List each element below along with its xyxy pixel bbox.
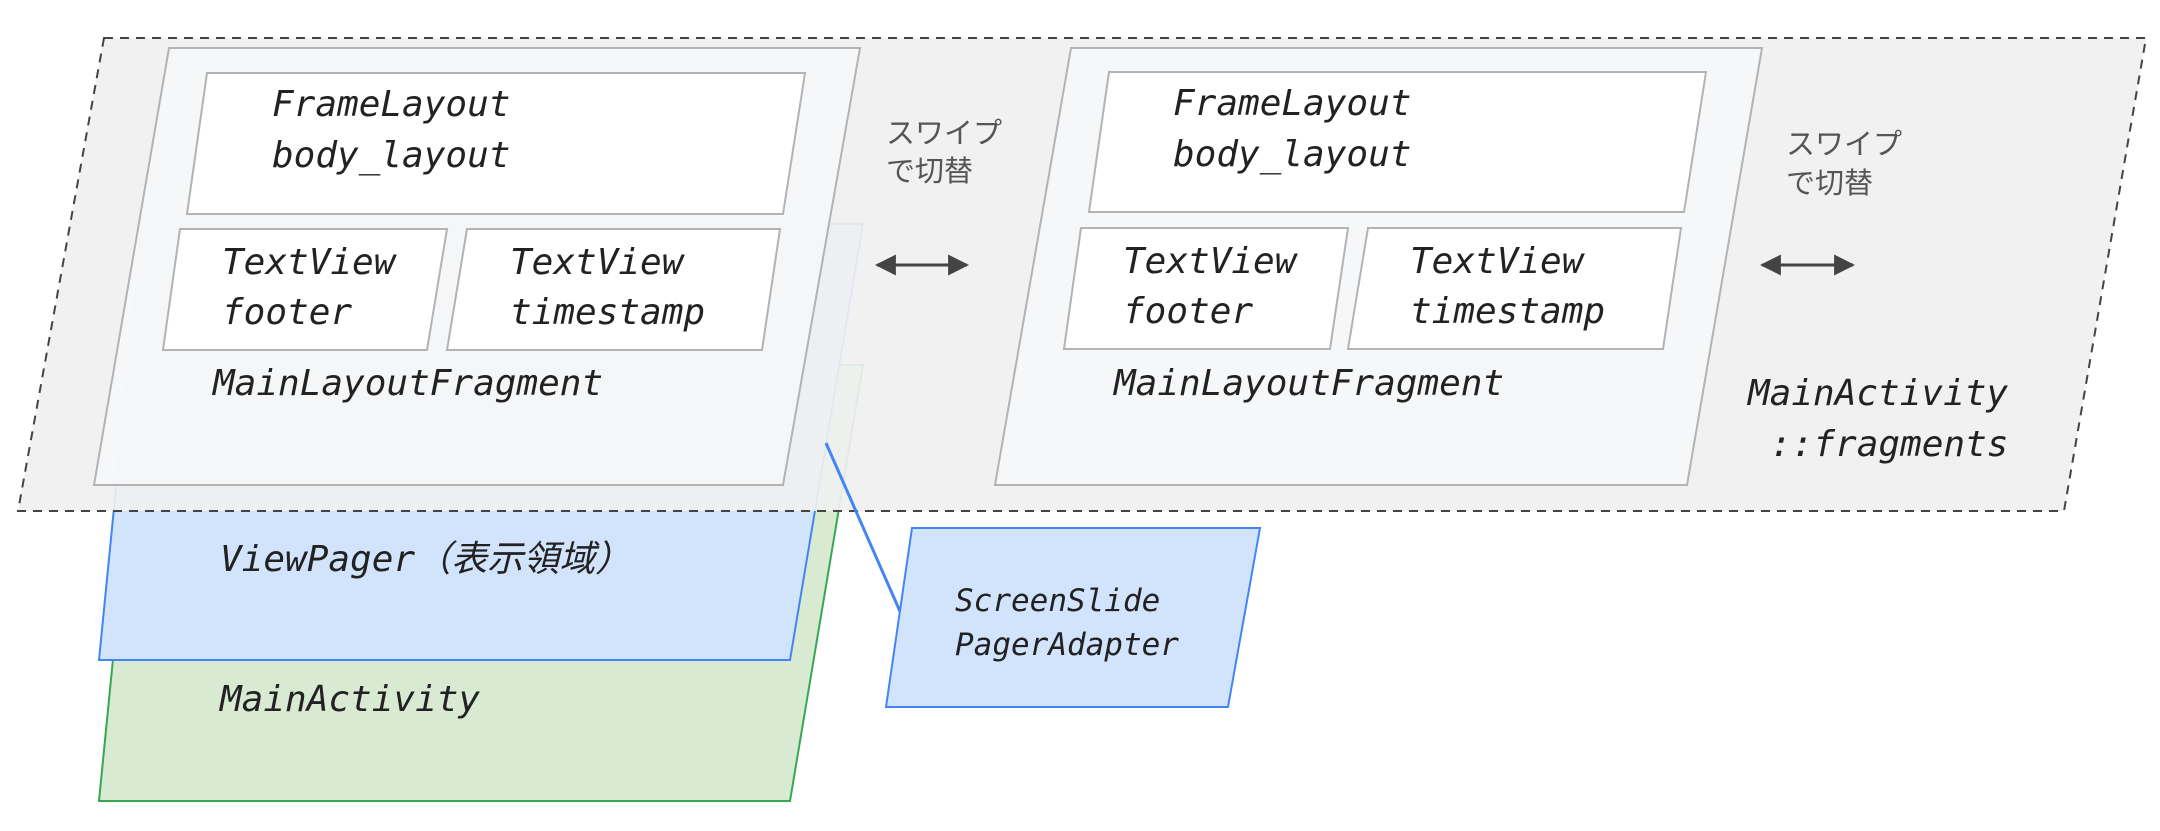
swipe-2-label-line1: スワイプ	[1786, 127, 1902, 161]
swipe-annotation-2: スワイプ で切替	[1759, 127, 1902, 276]
fragments-container-label-line1: MainActivity	[1746, 373, 2008, 414]
fragment-2-footer-box	[1062, 227, 1350, 350]
fragments-container-label-line2: ::fragments	[1770, 424, 2008, 465]
fragment-1-footer-line1: TextView	[222, 242, 398, 283]
fragment-2-timestamp-box	[1346, 227, 1683, 350]
fragment-1-frame-layout-line1: FrameLayout	[272, 84, 510, 125]
fragment-2-frame-layout-line1: FrameLayout	[1173, 83, 1411, 124]
main-activity-label: MainActivity	[218, 679, 480, 720]
fragment-1-footer-line2: footer	[222, 292, 352, 333]
fragment-1-label: MainLayoutFragment	[211, 363, 603, 404]
swipe-1-label-line2: で切替	[886, 154, 973, 188]
fragment-1-timestamp-box	[445, 228, 782, 351]
fragment-2-label: MainLayoutFragment	[1112, 363, 1504, 404]
fragment-2-footer-line1: TextView	[1123, 241, 1299, 282]
fragment-2-timestamp-line2: timestamp	[1410, 291, 1605, 332]
pager-adapter-line2: PagerAdapter	[955, 627, 1179, 663]
fragment-1-frame-layout-line2: body_layout	[272, 135, 510, 176]
pager-adapter-line1: ScreenSlide	[955, 583, 1160, 619]
fragment-2-timestamp-line1: TextView	[1410, 241, 1586, 282]
pager-adapter: ScreenSlide PagerAdapter	[884, 527, 1262, 708]
fragment-1-timestamp-line1: TextView	[510, 242, 686, 283]
fragment-1-footer-box	[161, 228, 449, 351]
fragment-1-timestamp-line2: timestamp	[510, 292, 705, 333]
swipe-1-label-line1: スワイプ	[886, 116, 1002, 150]
fragment-1: FrameLayout body_layout TextView footer …	[92, 47, 862, 486]
fragment-1-frame-layout-box	[185, 72, 807, 215]
fragment-2-frame-layout-box	[1087, 71, 1708, 213]
swipe-annotation-1: スワイプ で切替	[874, 116, 1002, 276]
fragment-2: FrameLayout body_layout TextView footer …	[993, 47, 1764, 486]
view-pager-label: ViewPager（表示領域）	[220, 539, 631, 580]
adapter-connector-line	[824, 442, 904, 617]
fragment-2-footer-line2: footer	[1123, 291, 1253, 332]
fragment-2-frame-layout-line2: body_layout	[1173, 134, 1411, 175]
pager-adapter-shape	[884, 527, 1262, 708]
swipe-2-label-line2: で切替	[1786, 166, 1873, 200]
